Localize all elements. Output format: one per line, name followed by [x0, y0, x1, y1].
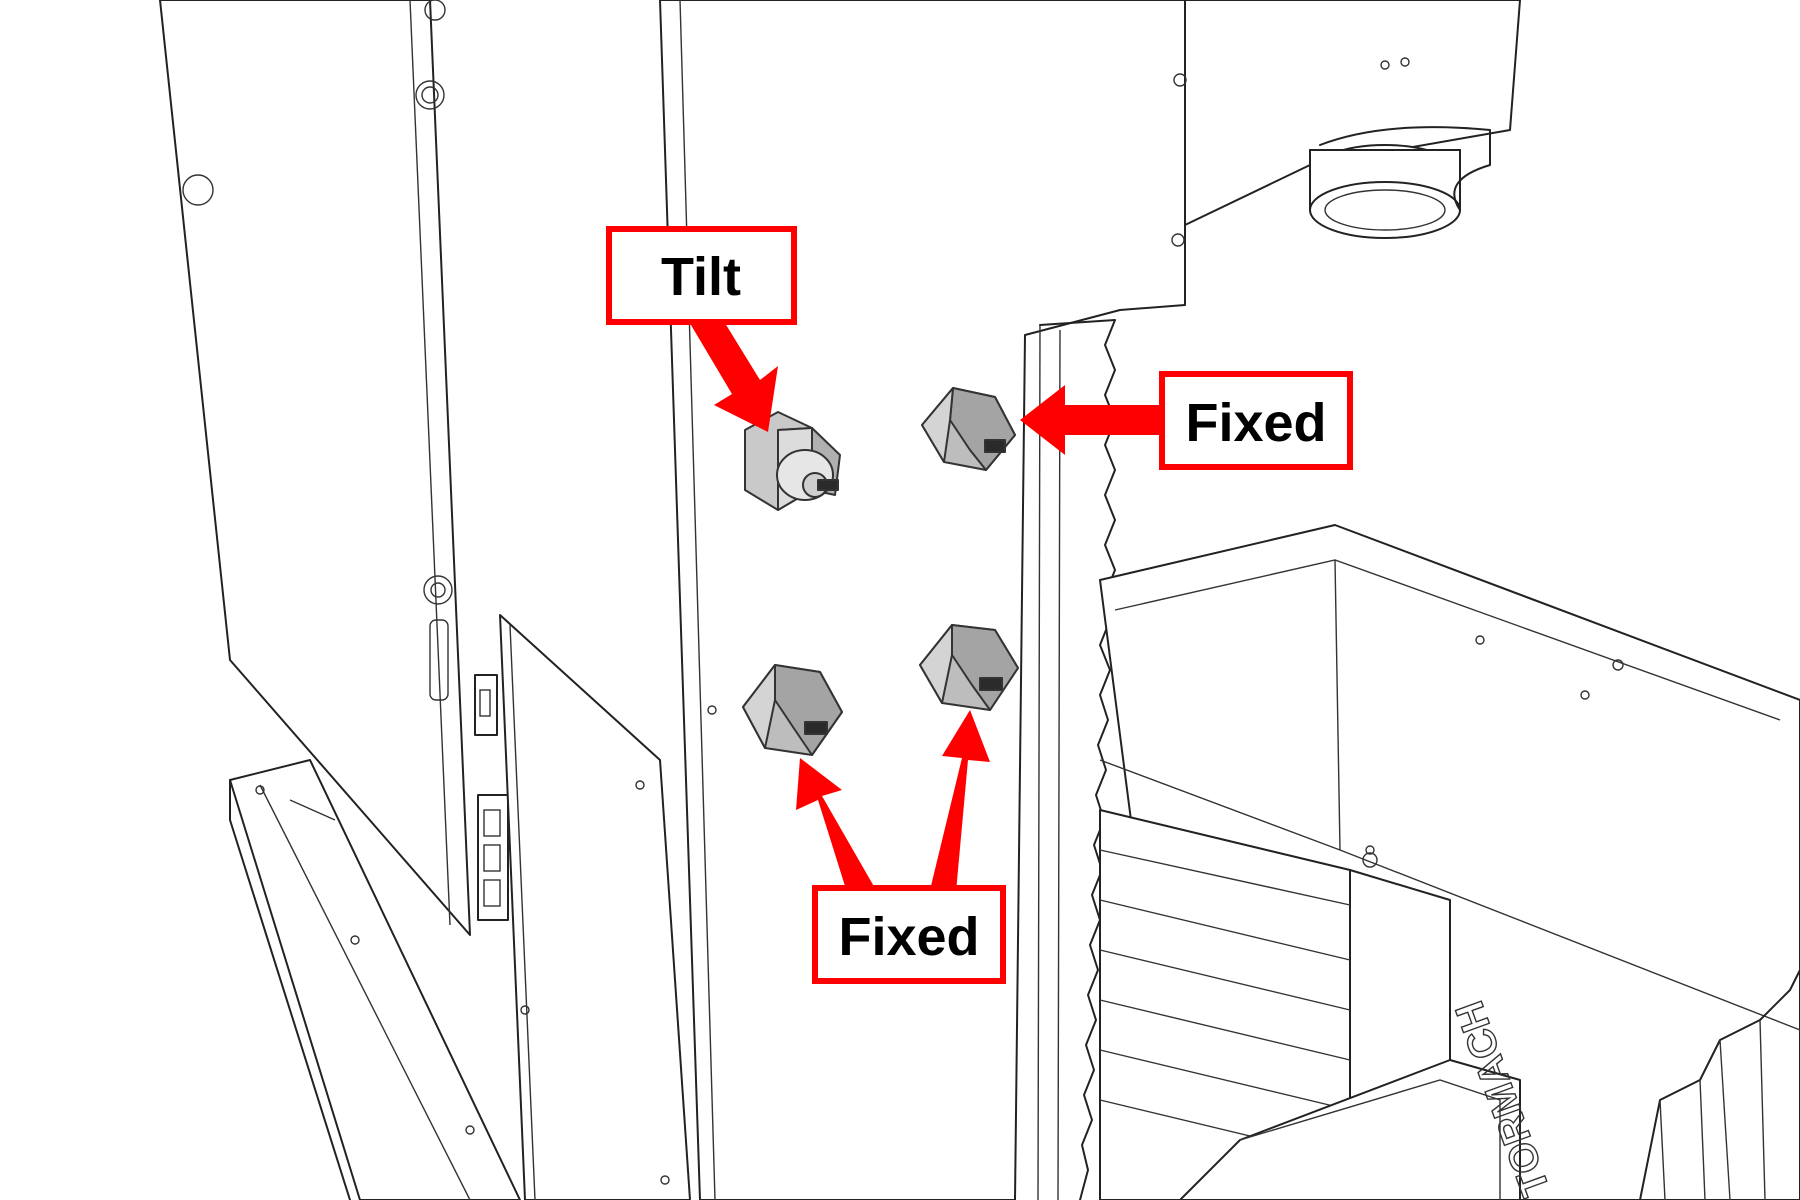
- spindle-nose: [1309, 126, 1491, 239]
- way-cover-bellows: [1039, 319, 1116, 1200]
- power-outlet-panel: [474, 674, 498, 736]
- fixed-label-right: Fixed: [1159, 371, 1353, 470]
- tilt-label-text: Tilt: [661, 247, 741, 307]
- enclosure-side-panel: [159, 0, 471, 936]
- t-slot-table: [1099, 809, 1451, 1200]
- power-outlet-strip: [477, 794, 509, 921]
- fixed-label-bottom: Fixed: [812, 885, 1006, 984]
- tilt-label: Tilt: [606, 226, 797, 325]
- fixed-upper-callout-arrow: [1020, 385, 1160, 455]
- tilt-callout-arrow: [688, 302, 778, 432]
- fixed-label-right-box: [1159, 371, 1353, 470]
- tilt-leveling-foot: [744, 411, 841, 511]
- fixed-lower-right-callout-arrow: [930, 710, 990, 892]
- fixed-label-bottom-text: Fixed: [838, 907, 979, 967]
- fixed-label-right-text: Fixed: [1185, 393, 1326, 453]
- fixed-leveling-foot-upper: [921, 387, 1016, 471]
- fixed-lower-left-callout-arrow: [796, 758, 876, 902]
- electrical-cabinet-door: [499, 614, 691, 1200]
- tilt-label-box: [606, 226, 797, 325]
- fixed-leveling-foot-lower-left: [742, 664, 843, 756]
- fixed-label-bottom-box: [812, 885, 1006, 984]
- fixed-leveling-foot-lower-right: [919, 624, 1019, 711]
- machine-line-art: TORMACH: [159, 0, 1800, 1200]
